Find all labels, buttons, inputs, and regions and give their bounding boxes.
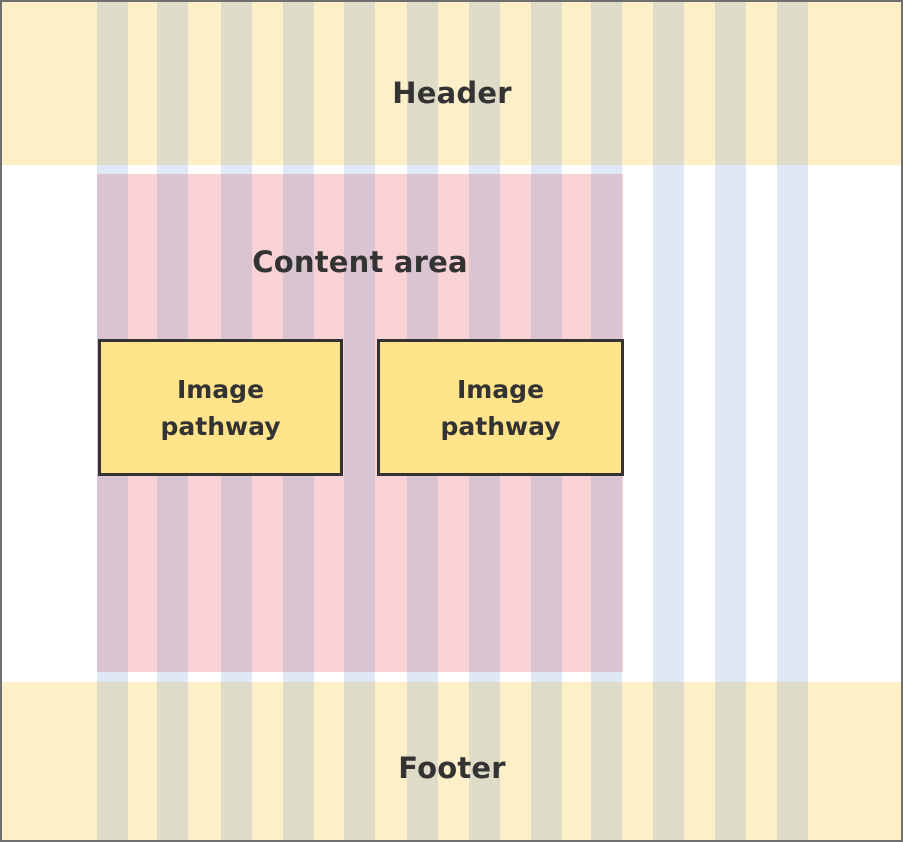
- image-pathway-line2: pathway: [440, 411, 561, 441]
- header-region: [2, 2, 901, 165]
- image-pathway-box: Image pathway: [98, 339, 343, 476]
- image-pathway-box: Image pathway: [377, 339, 624, 476]
- footer-region: [2, 682, 901, 840]
- header-label: Header: [392, 76, 512, 110]
- image-pathway-line1: Image: [176, 374, 265, 404]
- footer-label: Footer: [398, 751, 506, 785]
- image-pathway-line2: pathway: [160, 411, 281, 441]
- image-pathway-line1: Image: [456, 374, 545, 404]
- content-area-label: Content area: [252, 245, 468, 279]
